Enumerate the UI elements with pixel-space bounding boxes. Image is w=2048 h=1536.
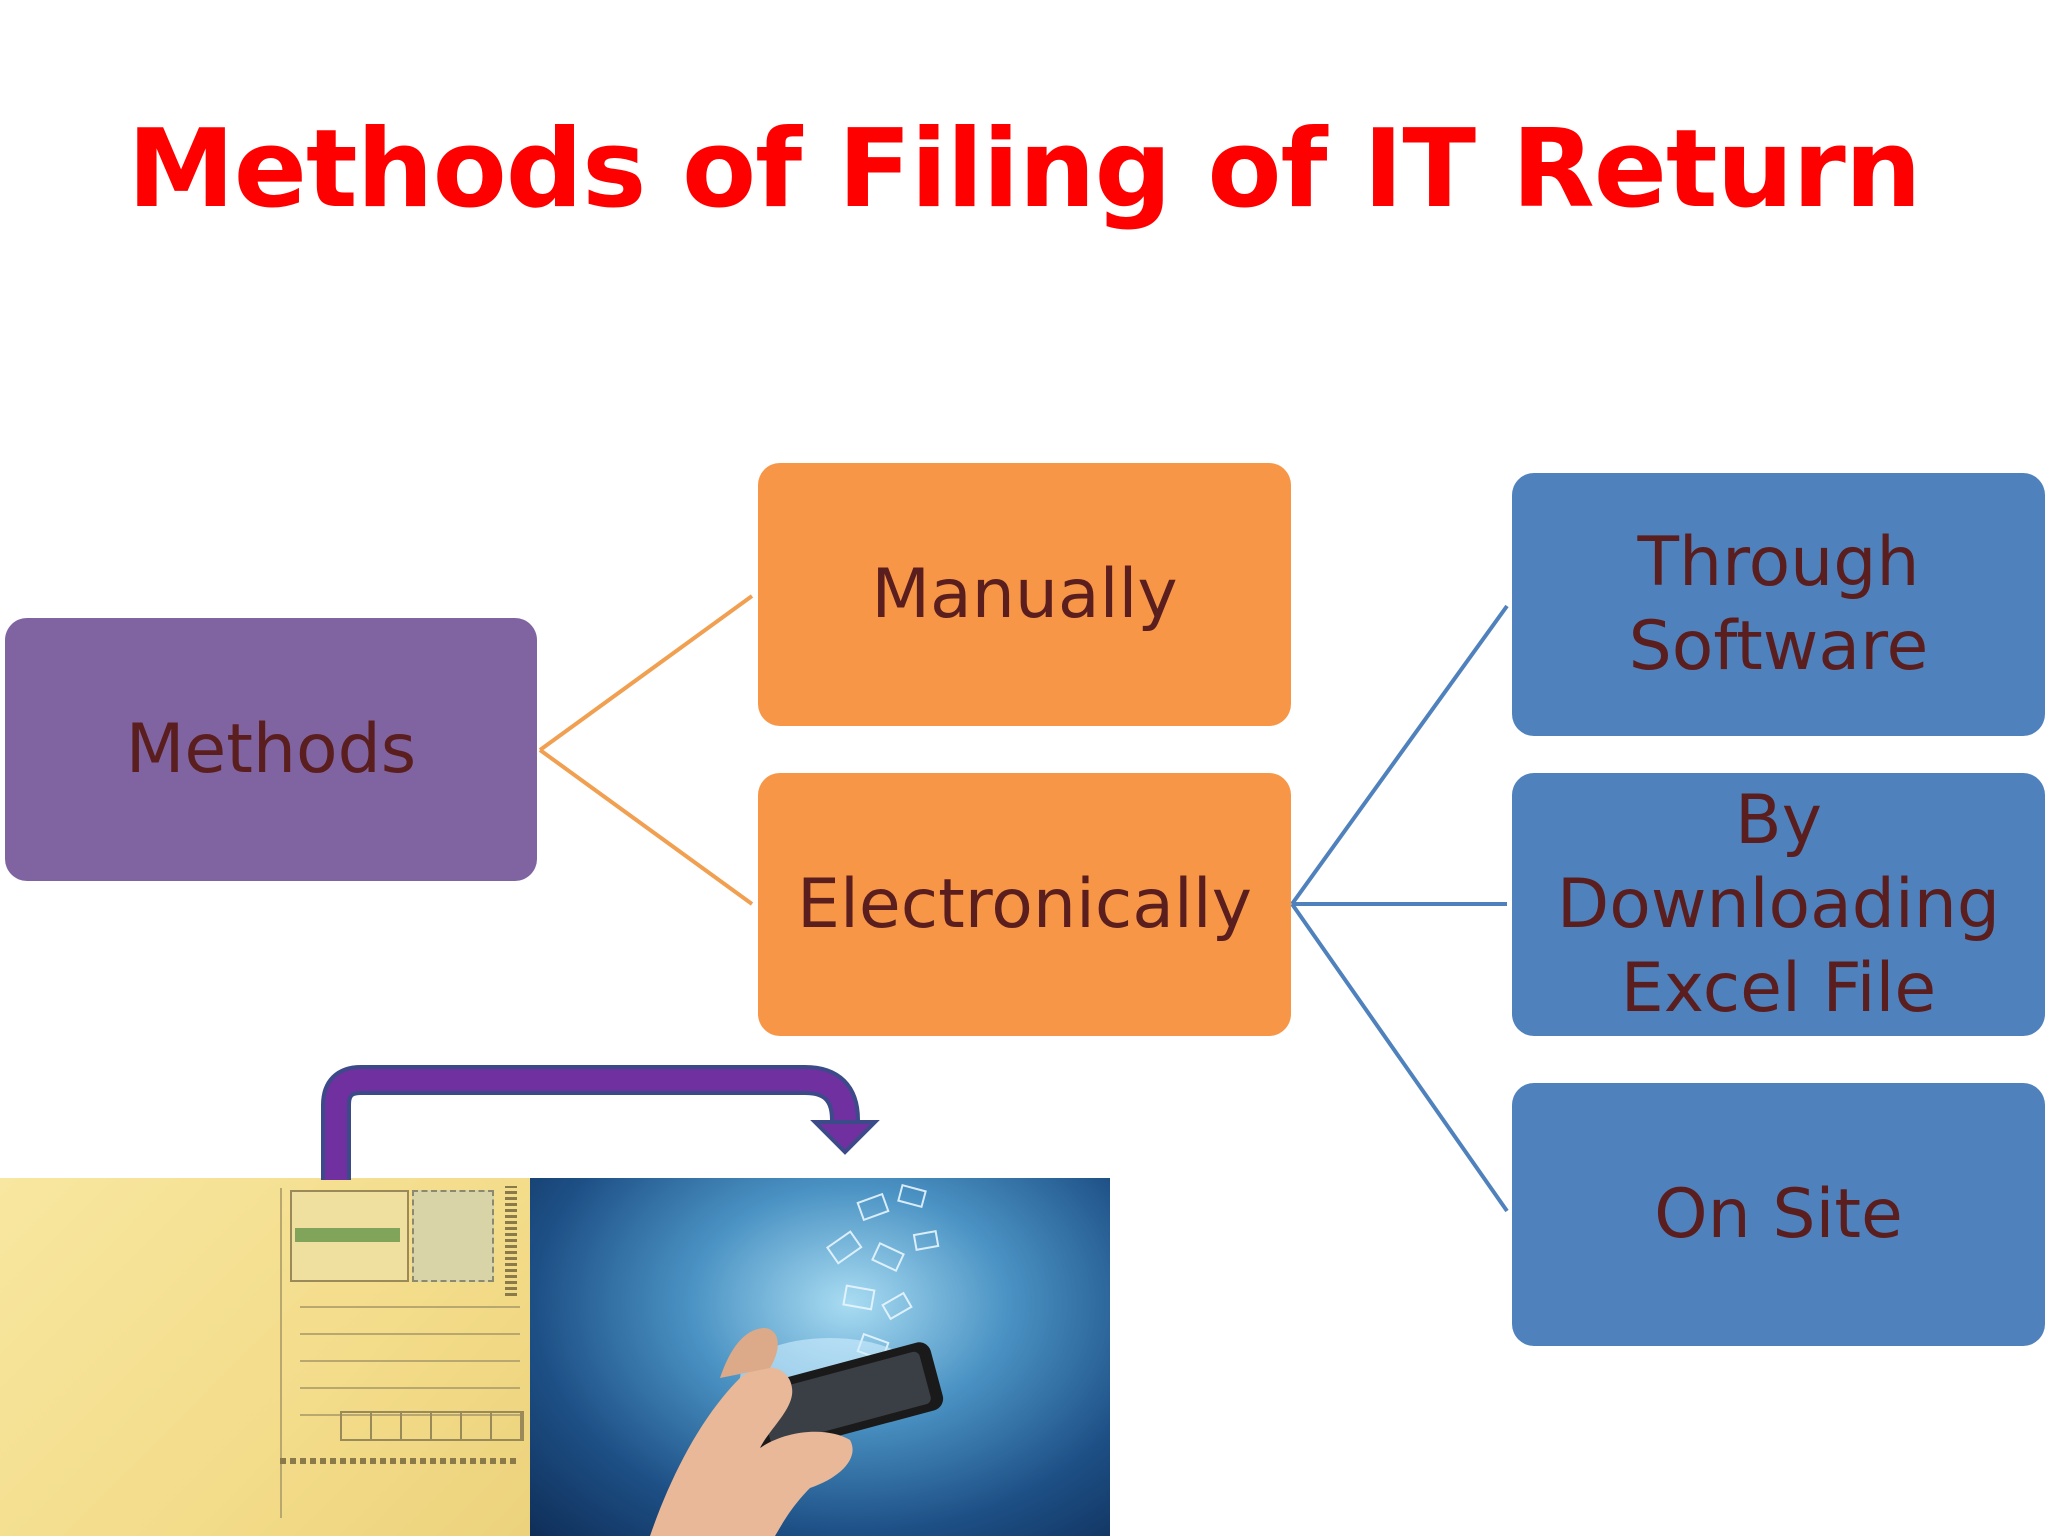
phone-illustration bbox=[650, 1183, 944, 1536]
excel-file-line1: By Downloading bbox=[1556, 780, 2001, 944]
methods-box: Methods bbox=[5, 618, 537, 881]
excel-file-box: By Downloading Excel File bbox=[1512, 773, 2045, 1036]
excel-file-line2: Excel File bbox=[1620, 948, 1937, 1028]
postcard-vertical-rule bbox=[280, 1188, 282, 1518]
postcard-image bbox=[0, 1178, 530, 1536]
connector-electronically-onsite bbox=[1290, 902, 1509, 1213]
postcard-line-4 bbox=[300, 1387, 520, 1389]
postcard-footer-strip bbox=[280, 1458, 520, 1464]
connector-methods-manually bbox=[538, 594, 754, 752]
smartphone-icon bbox=[746, 1342, 944, 1454]
smartphone-email-image bbox=[530, 1178, 1110, 1536]
pincode-boxes bbox=[340, 1411, 524, 1441]
manually-box: Manually bbox=[758, 463, 1291, 726]
page-title: Methods of Filing of IT Return bbox=[127, 107, 1921, 232]
electronically-box: Electronically bbox=[758, 773, 1291, 1036]
postcard-green-banner bbox=[295, 1228, 400, 1242]
through-software-line2: Software bbox=[1628, 606, 1929, 686]
postcard-line-2 bbox=[300, 1333, 520, 1335]
stamp-icon bbox=[412, 1190, 494, 1282]
electronically-label: Electronically bbox=[797, 864, 1252, 944]
postcard-right-edge bbox=[505, 1186, 517, 1296]
through-software-line1: Through bbox=[1637, 522, 1920, 602]
methods-label: Methods bbox=[125, 709, 417, 789]
postcard-line-1 bbox=[300, 1306, 520, 1308]
connector-methods-electronically bbox=[538, 748, 754, 906]
through-software-box: Through Software bbox=[1512, 473, 2045, 736]
on-site-box: On Site bbox=[1512, 1083, 2045, 1346]
connector-electronically-software bbox=[1290, 604, 1509, 906]
manually-label: Manually bbox=[871, 554, 1178, 634]
hand-icon bbox=[650, 1328, 853, 1536]
on-site-label: On Site bbox=[1654, 1174, 1903, 1254]
postcard-line-3 bbox=[300, 1360, 520, 1362]
